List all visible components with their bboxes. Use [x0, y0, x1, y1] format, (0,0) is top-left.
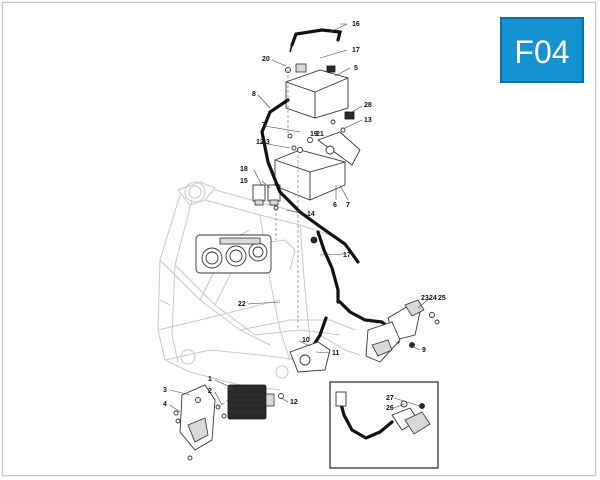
callout: 6 — [333, 202, 337, 209]
callout: 19 — [310, 131, 318, 138]
callout: 23 — [421, 295, 429, 302]
assembly-guide-lines — [217, 70, 299, 408]
battery-tray — [274, 131, 361, 201]
callout: 17 — [343, 252, 351, 259]
callout: 10 — [302, 337, 310, 344]
callout: 22 — [238, 301, 246, 308]
callout: 1 — [208, 376, 212, 383]
callout: 20 — [262, 56, 270, 63]
callout: 12 — [290, 399, 298, 406]
callout: 8 — [252, 91, 256, 98]
fasteners — [173, 67, 346, 461]
callout: 26 — [386, 405, 394, 412]
leader-lines — [169, 23, 431, 413]
callout: 15 — [240, 178, 248, 185]
callout: 11 — [332, 350, 340, 357]
callout: 3 — [163, 387, 167, 394]
callout: 27 — [386, 395, 394, 402]
solenoid — [289, 341, 331, 373]
mounting-bracket — [179, 384, 216, 451]
callout: 24 — [429, 295, 437, 302]
motorcycle-frame — [157, 181, 361, 391]
fuse-block — [344, 111, 355, 120]
callout: 21 — [316, 131, 324, 138]
voltage-regulator — [227, 384, 275, 420]
battery — [285, 63, 349, 119]
callout: 12 — [256, 139, 264, 146]
callout: 14 — [307, 211, 315, 218]
callout: 7 — [262, 122, 266, 129]
connector-9 — [365, 321, 415, 363]
callout: 13 — [262, 139, 270, 146]
callouts: 16 17 5 20 8 28 13 7 19 21 12 13 6 7 18 … — [163, 21, 446, 412]
battery-cable — [260, 98, 360, 264]
callout: 16 — [352, 21, 360, 28]
section-code-badge: F04 — [500, 17, 584, 83]
callout: 17 — [352, 47, 360, 54]
callout: 2 — [208, 388, 212, 395]
throttle-body — [195, 234, 272, 274]
inset-detail — [329, 381, 439, 469]
callout: 7 — [346, 202, 350, 209]
callout: 28 — [364, 102, 372, 109]
battery-strap — [289, 28, 342, 53]
callout: 9 — [422, 347, 426, 354]
callout: 18 — [240, 166, 248, 173]
callout: 25 — [438, 295, 446, 302]
relays — [252, 184, 281, 206]
callout: 13 — [364, 117, 372, 124]
ground-cable — [316, 230, 340, 304]
callout: 5 — [354, 65, 358, 72]
callout: 4 — [163, 401, 167, 408]
